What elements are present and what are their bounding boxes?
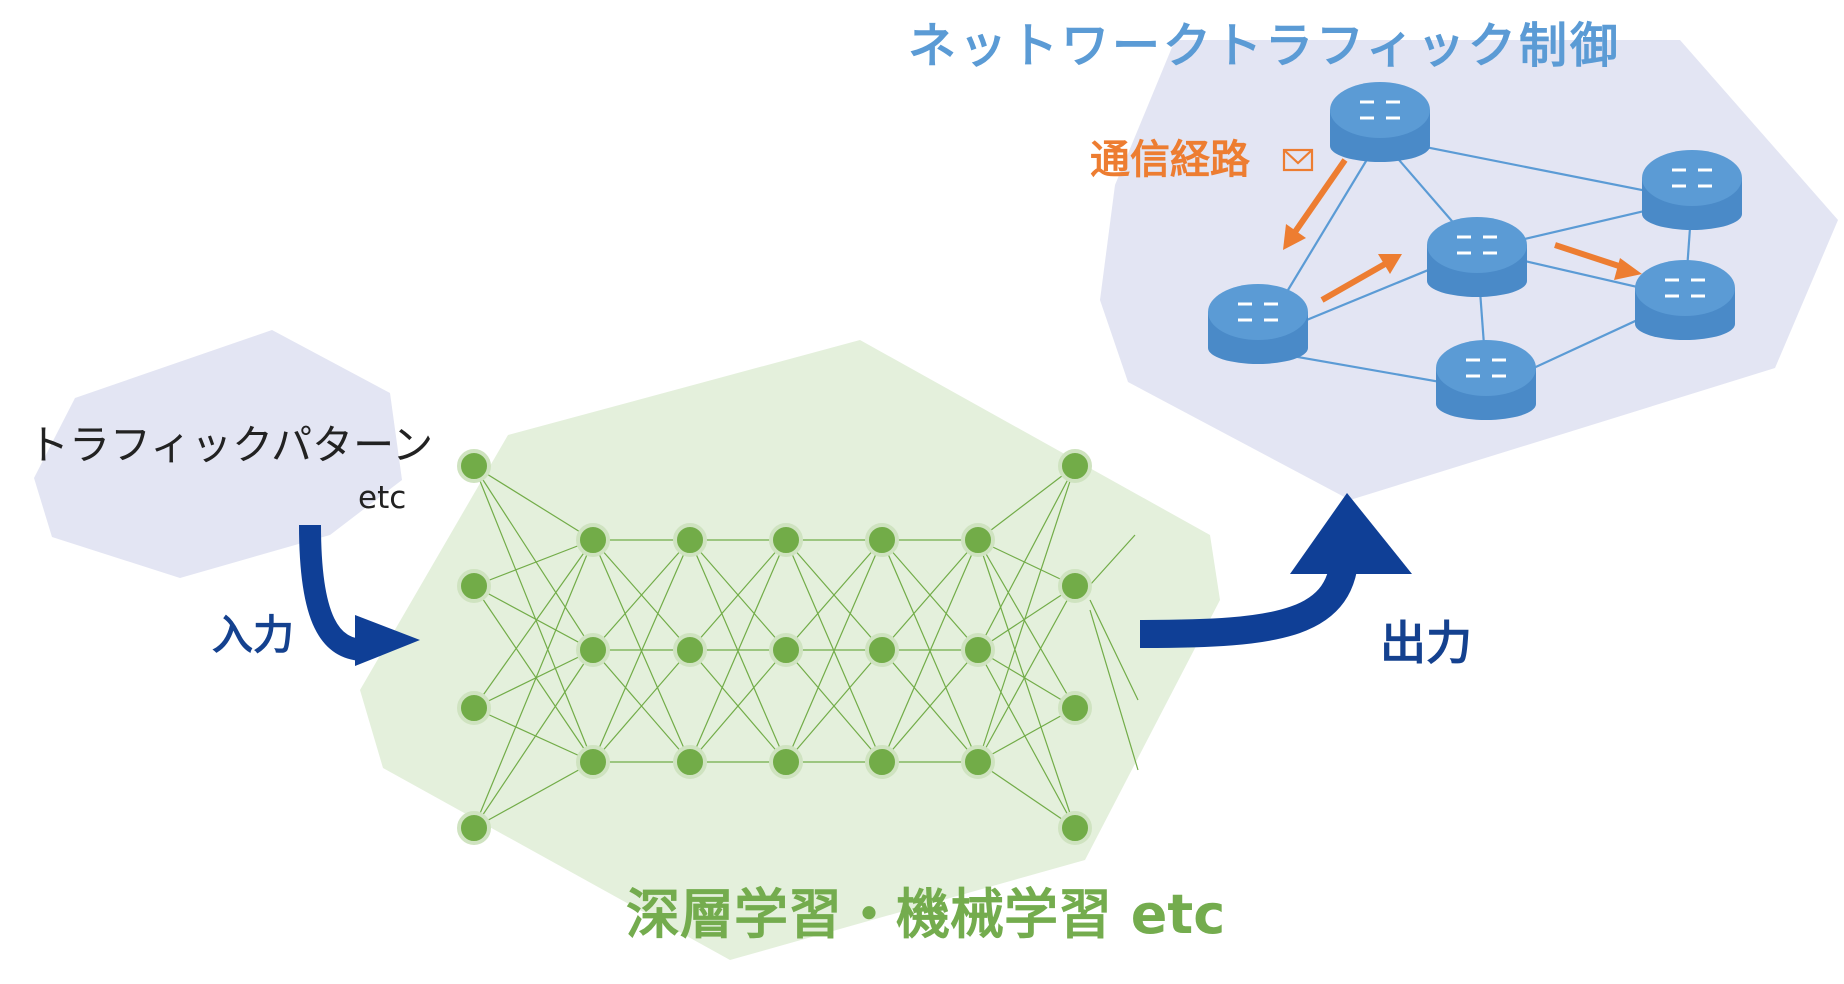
nn-node (865, 745, 899, 779)
nn-node (576, 633, 610, 667)
nn-node (457, 569, 491, 603)
nn-node (1058, 691, 1092, 725)
input-arrow-icon (299, 524, 366, 661)
nn-node (1058, 449, 1092, 483)
nn-edge (1089, 599, 1139, 701)
nn-edge (473, 539, 594, 829)
nn-edge (977, 761, 1076, 829)
nn-edge (473, 465, 594, 541)
nn-edge (473, 585, 594, 651)
output-arrow-label: 出力 (1380, 616, 1472, 670)
input-arrowhead-icon (355, 615, 420, 666)
nn-edge (977, 465, 1076, 763)
output-arrowhead-icon (1290, 493, 1412, 574)
network-title: ネットワークトラフィック制御 (908, 18, 1622, 74)
nn-edge (592, 539, 691, 763)
nn-node (673, 523, 707, 557)
nn-edge (473, 465, 594, 651)
nn-node (457, 449, 491, 483)
nn-edge (1089, 609, 1139, 771)
nn-edge (977, 649, 1076, 829)
input-arrow-label: 入力 (212, 611, 294, 659)
nn-edge (881, 649, 979, 763)
nn-node (961, 523, 995, 557)
nn-node (1058, 811, 1092, 845)
nn-edge (977, 585, 1076, 651)
nn-node (673, 633, 707, 667)
nn-node (576, 745, 610, 779)
route-label: 通信経路 (1090, 137, 1250, 183)
router-icon (1208, 284, 1308, 364)
nn-edge (689, 539, 787, 763)
nn-edge (977, 465, 1076, 541)
nn-edge (977, 539, 1076, 709)
nn-edge (592, 649, 691, 763)
nn-edge (592, 539, 691, 651)
nn-edge (881, 539, 979, 763)
nn-edge (473, 539, 594, 709)
router-icon (1635, 260, 1735, 340)
nn-edge (473, 465, 594, 763)
nn-edge (473, 539, 594, 587)
nn-node (576, 523, 610, 557)
nn-node (865, 633, 899, 667)
nn-node (769, 745, 803, 779)
nn-edge (473, 707, 594, 763)
router-icon (1436, 340, 1536, 420)
nn-node (673, 745, 707, 779)
nn-edge (881, 539, 979, 651)
nn-node (865, 523, 899, 557)
nn-edge (785, 649, 883, 763)
nn-node (1058, 569, 1092, 603)
nn-node (961, 745, 995, 779)
nn-edge (473, 649, 594, 709)
nn-edge (785, 539, 883, 651)
nn-edge (785, 539, 883, 763)
nn-node (457, 691, 491, 725)
nn-node (769, 523, 803, 557)
nn-edge (473, 649, 594, 829)
router-icon (1642, 150, 1742, 230)
nn-edge (977, 465, 1076, 651)
route-arrows (1283, 158, 1642, 303)
output-arrow-icon (1139, 547, 1359, 648)
envelope-icon (1282, 148, 1314, 172)
nn-edge (473, 761, 594, 829)
input-title: トラフィックパターン (28, 421, 434, 469)
input-hexagon (34, 330, 402, 578)
nn-edge (977, 539, 1076, 587)
model-title: 深層学習・機械学習 etc (626, 883, 1226, 946)
router-icon (1330, 82, 1430, 162)
nn-edge (1089, 534, 1136, 586)
nn-edge (977, 585, 1076, 763)
neural-network-nodes (457, 449, 1092, 845)
nn-edge (689, 539, 787, 651)
nn-edge (689, 649, 787, 763)
nn-node (961, 633, 995, 667)
nn-node (769, 633, 803, 667)
nn-node (457, 811, 491, 845)
routers (1208, 82, 1742, 420)
nn-edge (977, 707, 1076, 763)
nn-edge (977, 539, 1076, 829)
neural-network-edges (473, 465, 1139, 829)
nn-edge (977, 649, 1076, 709)
nn-edge (473, 585, 594, 763)
input-etc: etc (358, 480, 407, 516)
router-icon (1427, 217, 1527, 297)
